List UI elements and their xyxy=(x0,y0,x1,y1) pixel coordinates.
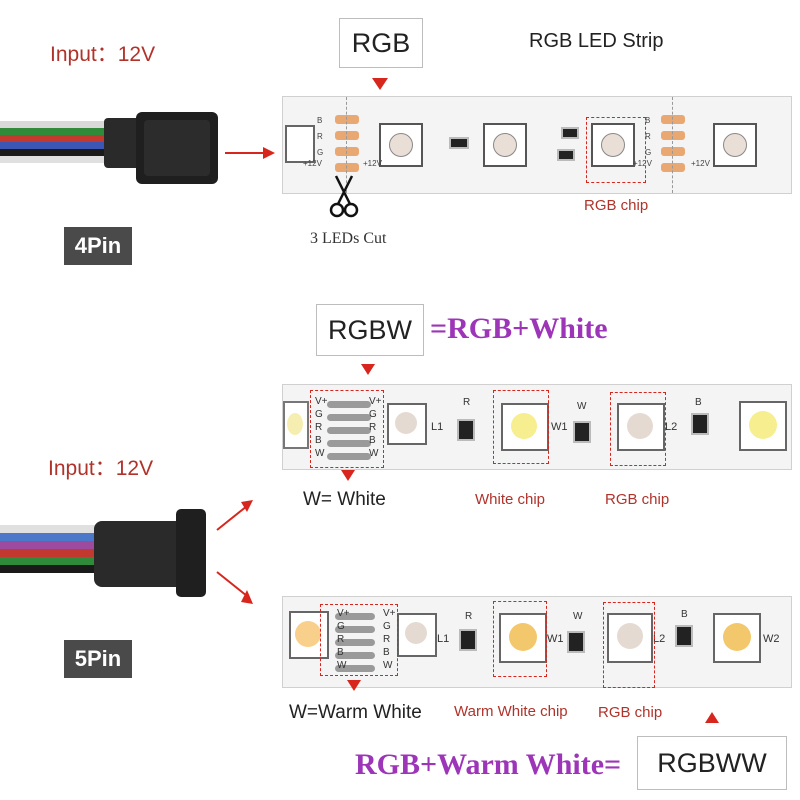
scissors-icon xyxy=(329,175,359,218)
arrow-down-right-icon xyxy=(216,571,253,604)
rgbww-led-strip: V+ G R B W V+ G R B W L1 R W1 W L2 B W2 xyxy=(282,596,792,688)
white-chip-caption: White chip xyxy=(475,491,546,508)
pad-labels-left: V+ G R B W xyxy=(315,396,328,459)
rgb-chip-caption: RGB chip xyxy=(605,491,670,508)
cut-instruction: 3 LEDs Cut xyxy=(310,230,387,247)
white-legend: W= White xyxy=(303,489,386,510)
warm-white-led-chip xyxy=(713,613,761,663)
rgb-chip-caption: RGB chip xyxy=(584,197,649,214)
solder-pads-left xyxy=(335,113,359,175)
silk-w: W xyxy=(573,611,583,622)
cut-line xyxy=(672,97,673,193)
resistor xyxy=(567,631,585,653)
rgb-strip-title: RGB LED Strip xyxy=(529,30,664,52)
resistor xyxy=(457,419,475,441)
silk-w1: W1 xyxy=(547,633,564,645)
rgbw-formula: =RGB+White xyxy=(430,312,608,345)
arrow-right-icon xyxy=(225,147,275,159)
silk-b: B xyxy=(681,609,688,620)
warm-white-led-chip xyxy=(499,613,547,663)
silk-w1: W1 xyxy=(551,421,568,433)
silk-r: R xyxy=(465,611,473,622)
rgb-led-chip xyxy=(387,403,427,445)
pad-labels-right: V+ G R B W xyxy=(383,608,396,671)
silk-w: W xyxy=(577,401,587,412)
pad-highlight xyxy=(320,604,398,676)
resistor xyxy=(449,137,469,149)
rgbww-formula: RGB+Warm White= xyxy=(355,748,622,781)
rgbw-led-strip: V+ G R B W V+ G R B W L1 R W1 W L2 B xyxy=(282,384,792,470)
arrow-up-right-icon xyxy=(216,500,253,531)
pad-label-12v: +12V xyxy=(363,159,382,168)
silk-l2: L2 xyxy=(653,633,666,645)
led-chip xyxy=(285,125,315,163)
white-led-chip xyxy=(501,403,549,451)
warm-white-chip-highlight xyxy=(493,601,547,677)
rgb-led-chip xyxy=(617,403,665,451)
silk-r: R xyxy=(463,397,471,408)
solder-pads-5pin xyxy=(335,609,375,675)
resistor xyxy=(459,629,477,651)
solder-pads-right xyxy=(661,113,685,175)
pad-highlight xyxy=(310,390,384,468)
pad-labels-left: B R G xyxy=(317,116,324,157)
resistor xyxy=(573,421,591,443)
rgb-led-chip xyxy=(379,123,423,167)
arrow-down-icon xyxy=(341,470,355,481)
rgb-led-chip xyxy=(713,123,757,167)
arrow-down-icon xyxy=(347,680,361,691)
pin-badge-4pin: 4Pin xyxy=(64,227,132,265)
resistor xyxy=(561,127,579,139)
input-voltage-label-5pin: Input：12V xyxy=(48,457,154,480)
rgb-led-chip xyxy=(591,123,635,167)
pad-labels-right: B R G xyxy=(645,116,652,157)
rgb-led-chip xyxy=(607,613,653,663)
pad-labels-right: V+ G R B W xyxy=(369,396,382,459)
silk-l1: L1 xyxy=(437,633,450,645)
rgb-led-strip: B R G +12V +12V B R G +12V +12V xyxy=(282,96,792,194)
rgb-chip-highlight xyxy=(586,117,646,183)
warm-white-legend: W=Warm White xyxy=(289,702,422,723)
warm-white-led-chip xyxy=(289,611,329,659)
rgb-type-box: RGB xyxy=(339,18,423,68)
warm-white-chip-caption: Warm White chip xyxy=(454,703,568,720)
rgb-led-chip xyxy=(397,613,437,657)
resistor xyxy=(557,149,575,161)
arrow-down-icon xyxy=(361,364,375,375)
input-voltage-label-4pin: Input：12V xyxy=(50,43,156,66)
resistor xyxy=(675,625,693,647)
pad-label-12v: +12V xyxy=(633,159,652,168)
connector-4pin xyxy=(0,112,218,184)
silk-l2: L2 xyxy=(665,421,678,433)
pin-badge-5pin: 5Pin xyxy=(64,640,132,678)
rgbw-type-box: RGBW xyxy=(316,304,424,356)
solder-pads-5pin xyxy=(327,395,371,465)
rgb-chip-highlight xyxy=(603,602,655,688)
pad-labels-left: V+ G R B W xyxy=(337,608,350,671)
pad-label-12v: +12V xyxy=(303,159,322,168)
white-chip-highlight xyxy=(493,390,549,464)
pad-label-12v: +12V xyxy=(691,159,710,168)
connector-5pin xyxy=(0,509,206,597)
arrow-up-icon xyxy=(705,712,719,723)
rgb-led-chip xyxy=(483,123,527,167)
rgb-chip-caption: RGB chip xyxy=(598,704,663,721)
cut-line xyxy=(346,97,347,193)
silk-l1: L1 xyxy=(431,421,444,433)
silk-b: B xyxy=(695,397,702,408)
rgb-chip-highlight xyxy=(610,392,666,466)
resistor xyxy=(691,413,709,435)
white-led-chip xyxy=(739,401,787,451)
arrow-down-icon xyxy=(372,78,388,90)
silk-w2: W2 xyxy=(763,633,780,645)
rgbww-type-box: RGBWW xyxy=(637,736,787,790)
white-led-chip xyxy=(283,401,309,449)
